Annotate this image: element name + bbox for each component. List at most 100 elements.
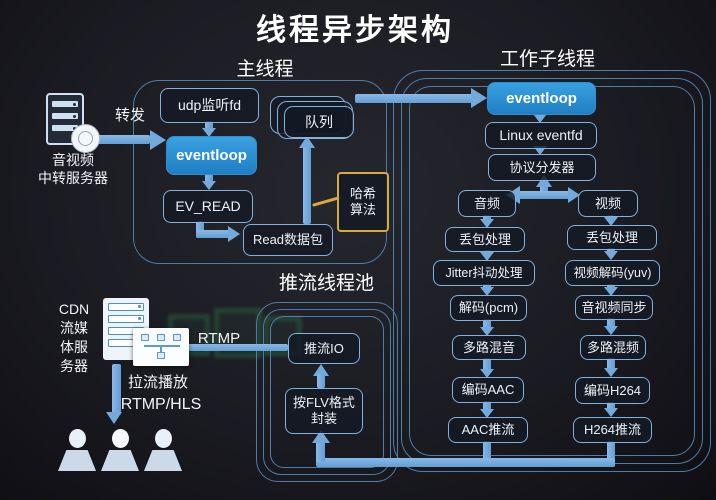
arrow-queue-worker-head [471, 88, 487, 108]
push-pool-container-outer [256, 302, 398, 482]
arrow-weventloop-eventfd-head [533, 114, 547, 123]
pull-protocol-label: RTMP/HLS [120, 396, 202, 413]
node-encode-h264: 编码H264 [575, 377, 650, 404]
arrow-audio-3h [480, 287, 494, 296]
arrow-forward [96, 135, 150, 144]
node-queue: 队列 [284, 106, 354, 138]
arrow-flv-pushio-head [313, 364, 329, 376]
card-line [160, 345, 162, 352]
arrow-cdn-users [112, 364, 121, 414]
node-hash-algorithm: 哈希 算法 [337, 172, 389, 232]
node-eventloop-worker: eventloop [487, 82, 596, 115]
relay-server-icon [46, 93, 100, 153]
arrow-video-3 [607, 284, 615, 288]
push-pool-container-mid [263, 309, 391, 475]
user-head [111, 429, 129, 448]
node-mix-audio: 多路混音 [452, 335, 526, 360]
arrow-evread-read-head [228, 226, 240, 242]
node-video-decode: 视频解码(yuv) [565, 260, 660, 286]
node-eventloop-main: eventloop [166, 136, 257, 175]
cdn-network-card-icon [133, 328, 189, 366]
user-body [101, 450, 139, 471]
node-av-sync: 音视频同步 [575, 295, 653, 320]
arrow-video-6 [607, 402, 615, 410]
node-mix-video: 多路混频 [580, 335, 646, 360]
user-icon [144, 429, 182, 475]
server-bar [52, 113, 78, 119]
arrow-evread-read [196, 221, 204, 238]
card-node [173, 334, 181, 341]
arrow-audio-6h [480, 409, 494, 418]
node-udp-listen-fd: udp监听fd [160, 88, 259, 123]
junction-h [518, 191, 570, 199]
cdn-label-line3: 体服 [60, 339, 88, 355]
node-read-packet: Read数据包 [243, 224, 333, 256]
user-icon [58, 429, 96, 475]
cdn-server-icon [100, 296, 192, 368]
forward-label: 转发 [114, 107, 145, 124]
worker-thread-title: 工作子线程 [499, 49, 595, 70]
push-pool-container-inner [270, 316, 384, 468]
arrow-video-2h [604, 251, 618, 260]
arrow-audio-6 [483, 401, 491, 410]
arrow-video-5h [604, 368, 618, 377]
arrow-audio-4h [480, 327, 494, 336]
server-body [46, 93, 84, 145]
node-push-io: 推流IO [288, 333, 360, 364]
node-aac-push: AAC推流 [448, 417, 528, 443]
arrow-eventloop-evread [205, 174, 213, 182]
node-audio: 音频 [458, 190, 516, 217]
hash-line1: 哈希 [349, 186, 376, 202]
node-jitter: Jitter抖动处理 [433, 260, 535, 286]
arrow-cdn-users-head [106, 412, 122, 424]
arrow-udp-eventloop [205, 121, 213, 129]
user-icon [101, 429, 139, 475]
line-rtmp [158, 344, 288, 351]
card-node [157, 334, 165, 341]
arrow-read-queue [303, 147, 311, 224]
arrow-evread-read-h [196, 230, 230, 238]
flv-pack-line2: 封装 [310, 411, 337, 426]
relay-server-label: 音视频 中转服务器 [18, 152, 128, 188]
arrow-video-4h [604, 326, 618, 335]
node-linux-eventfd: Linux eventfd [485, 122, 597, 149]
flv-pack-line1: 按FLV格式 [293, 395, 355, 411]
node-audio-packet-loss: 丢包处理 [445, 227, 525, 252]
arrow-queue-worker [355, 94, 473, 103]
cdn-label-line2: 流媒 [60, 320, 88, 336]
junction-head-right [568, 187, 580, 203]
arrow-read-queue-head [299, 136, 315, 148]
cdn-server-bar [108, 315, 144, 323]
arrow-audio-5h [480, 369, 494, 378]
rtmp-label: RTMP [197, 330, 241, 347]
arrow-audio-5 [483, 358, 491, 370]
arrow-flv-pushio [317, 374, 325, 388]
node-flv-pack: 按FLV格式 封装 [285, 388, 363, 434]
relay-server-label-line1: 音视频 [52, 152, 94, 168]
arrow-audio-1h [480, 219, 494, 228]
arrow-eventfd-dispatcher-head [533, 146, 547, 155]
node-video-packet-loss: 丢包处理 [567, 225, 657, 250]
pull-play-label: 拉流播放 [127, 374, 188, 391]
card-node [141, 334, 149, 341]
hash-label: 哈希 算法 [350, 186, 376, 217]
node-ev-read: EV_READ [163, 190, 253, 223]
hash-line2: 算法 [349, 202, 376, 217]
cdn-label-line4: 务器 [60, 358, 88, 374]
server-bar [52, 101, 78, 107]
card-node [157, 352, 165, 359]
arrow-video-4 [607, 318, 615, 328]
arrow-udp-eventloop-head [202, 128, 216, 137]
worker-thread-container-outer [393, 70, 711, 472]
flv-pack-label: 按FLV格式 封装 [293, 395, 355, 426]
line-collector [316, 458, 615, 467]
node-h264-push: H264推流 [573, 417, 652, 443]
user-body [58, 450, 96, 471]
node-video: 视频 [578, 190, 638, 217]
card-line [144, 345, 180, 347]
relay-server-label-line2: 中转服务器 [38, 169, 108, 186]
line-aac-down [483, 441, 491, 467]
node-decode-pcm: 解码(pcm) [450, 295, 527, 321]
arrow-audio-2h [480, 252, 494, 261]
